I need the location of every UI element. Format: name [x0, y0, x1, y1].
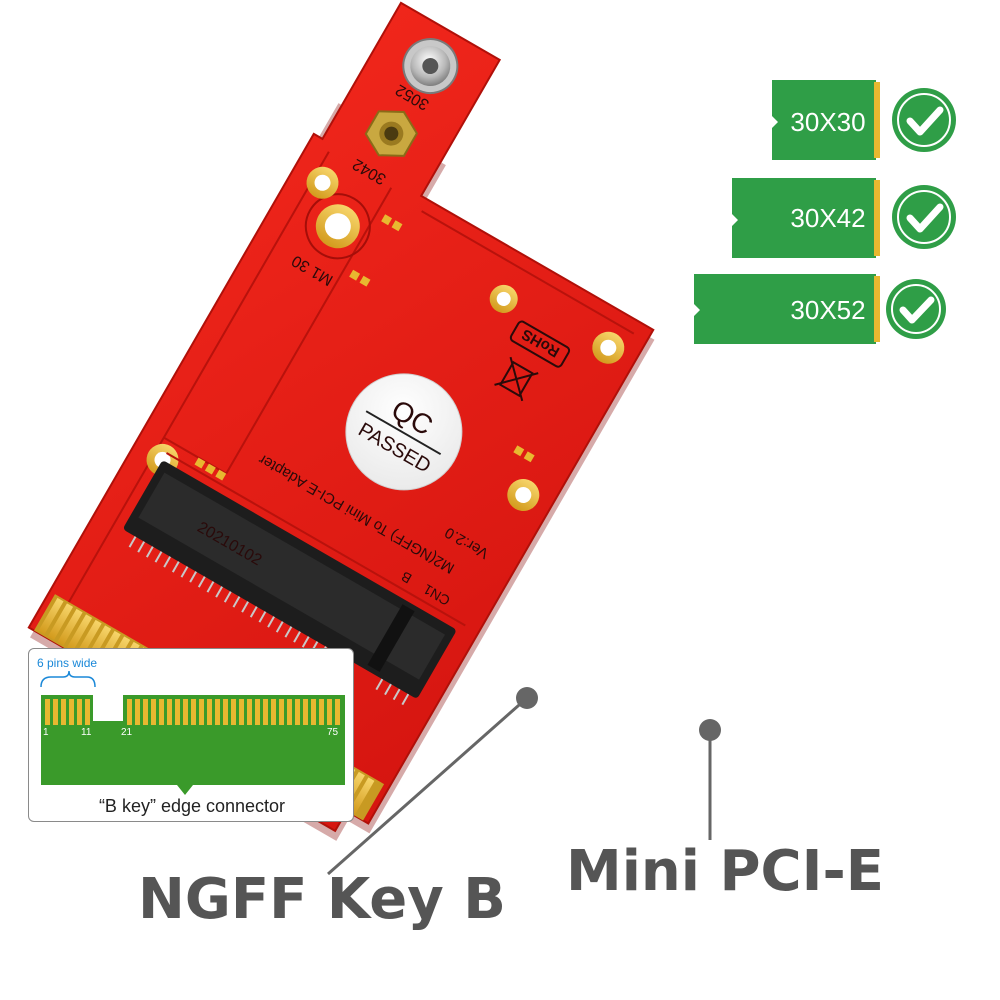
pin-1: 1 [43, 727, 49, 738]
size-30x30: 30X30 [772, 80, 956, 160]
smd-pads [194, 214, 535, 481]
mount-hole [592, 331, 625, 364]
callout-minipcie [699, 719, 721, 840]
pins-wide-label: 6 pins wide [37, 656, 97, 670]
mount-hole [489, 284, 518, 313]
size-label: 30X52 [790, 295, 865, 325]
check-icon [892, 88, 956, 152]
check-icon [886, 279, 946, 339]
size-label: 30X30 [790, 107, 865, 137]
mount-hole-m130 [304, 193, 371, 260]
size-30x52: 30X52 [694, 274, 946, 344]
weee-bin-icon [494, 356, 539, 402]
screw-3042 [364, 110, 419, 157]
caption-mini-pcie: Mini PCI-E [566, 839, 884, 904]
mount-hole [306, 166, 339, 199]
size-label: 30X42 [790, 203, 865, 233]
brace-icon [40, 670, 96, 688]
pin-21: 21 [121, 727, 133, 738]
pin-75: 75 [327, 727, 339, 738]
check-icon [892, 185, 956, 249]
mount-hole [507, 479, 540, 511]
edge-connector-pcb [41, 695, 345, 795]
callout-ngff [327, 687, 538, 876]
b-key-inset: 6 pins wide [28, 648, 354, 822]
b-key-caption: “B key” edge connector [99, 796, 285, 816]
qc-passed-sticker: QC PASSED [345, 373, 463, 491]
caption-ngff-key-b: NGFF Key B [138, 867, 506, 932]
screw-3052 [402, 38, 459, 95]
pin-11: 11 [81, 727, 92, 738]
size-30x42: 30X42 [732, 178, 956, 258]
b-key-diagram: 6 pins wide [37, 656, 345, 816]
pcb-body [27, 1, 655, 833]
